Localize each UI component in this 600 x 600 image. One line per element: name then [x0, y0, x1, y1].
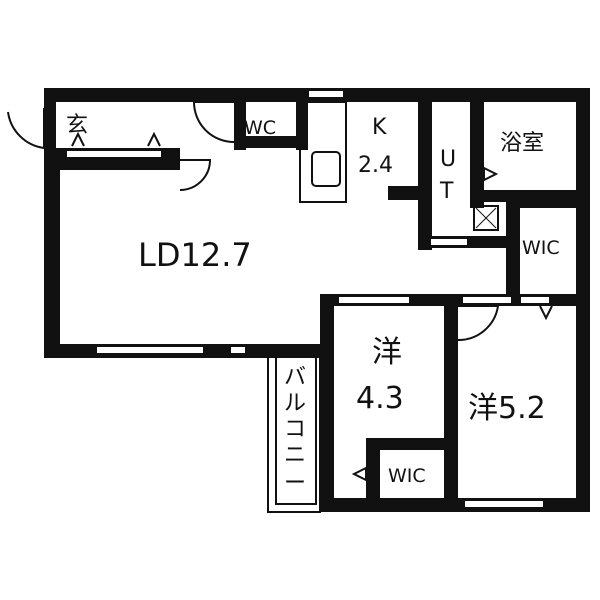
- room-bath-label: 浴室: [500, 131, 544, 156]
- room-wic-right-label: WIC: [522, 237, 560, 259]
- room-western1-size: 4.3: [356, 381, 404, 416]
- room-ld-label: LD12.7: [138, 236, 252, 274]
- balcony-char: ル: [284, 391, 306, 416]
- balcony-char: ー: [284, 471, 306, 496]
- room-ut-u: U: [440, 147, 456, 172]
- room-entrance-label: 玄: [66, 113, 88, 138]
- balcony-char: ニ: [284, 443, 306, 468]
- room-western1-name: 洋: [372, 335, 402, 370]
- room-ut-t: T: [439, 179, 454, 204]
- balcony-char: バ: [284, 365, 306, 390]
- room-wic-small-label: WIC: [388, 465, 426, 487]
- washer-icon: [473, 205, 499, 231]
- doors: [7, 101, 500, 342]
- room-kitchen-name: K: [372, 115, 387, 140]
- room-wc-label: WC: [244, 117, 276, 139]
- room-kitchen-size: 2.4: [358, 153, 393, 178]
- room-western2-label: 洋5.2: [468, 391, 546, 426]
- sink-icon: [311, 151, 341, 187]
- labels: 玄 WC K 2.4 U T 浴室 LD12.7 WIC 洋 4.3 洋5.2 …: [66, 113, 560, 496]
- fixtures: [71, 101, 553, 513]
- balcony-char: コ: [284, 417, 306, 442]
- windows: [65, 89, 551, 509]
- room-balcony-label: バ ル コ ニ ー: [284, 365, 306, 496]
